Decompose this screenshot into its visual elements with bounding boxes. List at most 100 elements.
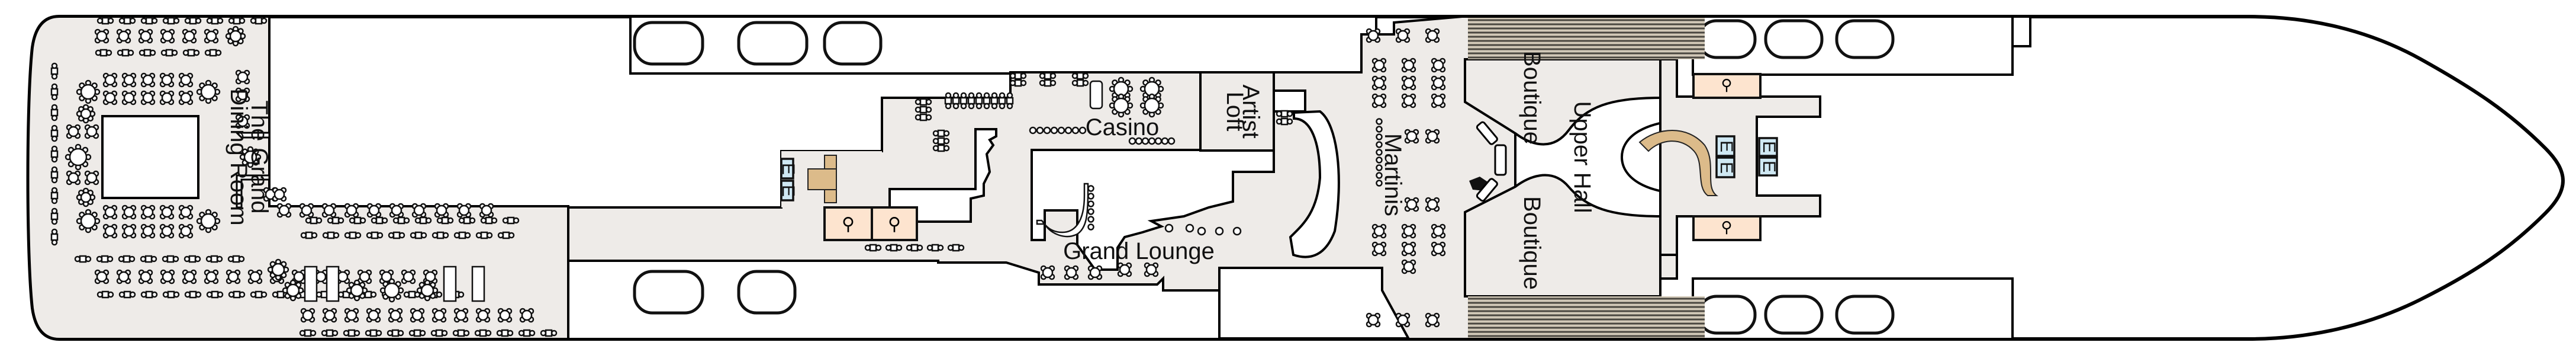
table (1403, 243, 1415, 255)
table (1373, 77, 1385, 89)
table-2 (998, 92, 1006, 110)
bar-counter (1476, 121, 1498, 145)
table-4 (432, 308, 447, 323)
restroom-women-fwd[interactable] (1692, 73, 1762, 99)
table-4 (1117, 262, 1132, 277)
lifeboat (737, 21, 809, 66)
table (80, 84, 96, 100)
table (188, 255, 197, 263)
table (1397, 30, 1409, 41)
table (189, 290, 197, 299)
table (104, 225, 116, 237)
table-8 (282, 279, 304, 302)
elevator-2[interactable] (780, 180, 794, 202)
elevator-6[interactable] (1758, 156, 1778, 177)
table (67, 172, 79, 184)
table (143, 49, 152, 57)
table (436, 204, 447, 216)
table (227, 271, 239, 283)
table-2 (926, 244, 944, 252)
table (1119, 264, 1131, 276)
table (967, 97, 975, 105)
table-8 (76, 79, 101, 104)
table (276, 290, 285, 299)
table (255, 290, 263, 299)
table-2 (50, 228, 59, 246)
lifeboat (1697, 295, 1757, 335)
table (463, 216, 471, 225)
table-2 (906, 244, 923, 252)
table (1432, 243, 1444, 255)
elevator-5[interactable] (1758, 137, 1778, 157)
elevator-1[interactable] (780, 158, 794, 180)
table-4 (94, 28, 110, 44)
table-2 (1039, 79, 1057, 87)
slot-seat (1036, 126, 1044, 135)
men-restroom-icon: ⚲ (842, 215, 855, 234)
gaming-table (1089, 80, 1103, 110)
restroom-men-fwd[interactable] (1692, 215, 1762, 241)
table-4 (1425, 28, 1440, 43)
table-2 (162, 17, 180, 25)
table (80, 108, 92, 120)
spiral-staircase[interactable] (1638, 130, 1718, 196)
lounge-seat (1232, 226, 1242, 236)
table-4 (66, 170, 81, 186)
restroom-men[interactable] (823, 206, 873, 241)
bar-stool (1087, 193, 1094, 200)
table (123, 255, 131, 263)
table (952, 97, 960, 105)
table-2 (1006, 92, 1014, 110)
table (485, 216, 493, 225)
table-4 (1371, 75, 1387, 91)
table (364, 290, 372, 299)
table (346, 204, 358, 216)
table-2 (959, 92, 968, 110)
table (123, 17, 131, 25)
table-2 (365, 329, 382, 337)
stairs-aft[interactable] (807, 155, 837, 203)
artist-loft (1199, 71, 1275, 152)
table (233, 290, 241, 299)
table (368, 204, 380, 216)
table (161, 225, 173, 237)
table (1280, 110, 1289, 118)
table-4 (401, 269, 416, 284)
table (502, 231, 510, 239)
table (910, 244, 919, 252)
women-restroom-icon: ⚲ (1721, 76, 1732, 94)
table-4 (1431, 57, 1446, 73)
lounge-seat (1164, 223, 1174, 233)
artist-loft-label: Artist (1238, 84, 1264, 138)
table-2 (343, 329, 360, 337)
table-4 (410, 308, 425, 323)
table-2 (915, 113, 932, 121)
slot-seat (1167, 137, 1176, 145)
elevator-4[interactable] (1715, 156, 1735, 178)
table (165, 49, 173, 57)
table (350, 283, 364, 298)
table-4 (247, 269, 263, 284)
table-4 (84, 124, 99, 139)
table (349, 231, 357, 239)
artist-loft-label-2: Loft (1222, 92, 1248, 132)
table (237, 116, 249, 127)
table (123, 92, 135, 104)
table (301, 204, 313, 216)
elevator-3[interactable] (1715, 135, 1735, 157)
table (293, 271, 305, 283)
table (96, 30, 108, 42)
table-4 (344, 203, 359, 218)
table-2 (299, 329, 317, 337)
table (315, 271, 327, 283)
slot-seat (1071, 126, 1080, 135)
table-4 (1401, 241, 1416, 257)
table (80, 213, 96, 229)
table (480, 231, 488, 239)
table-2 (952, 92, 960, 110)
bar-stool (1376, 126, 1383, 133)
bar-stool (1376, 118, 1383, 125)
table-2 (50, 62, 59, 80)
restroom-women[interactable] (871, 206, 918, 241)
table (359, 271, 371, 283)
